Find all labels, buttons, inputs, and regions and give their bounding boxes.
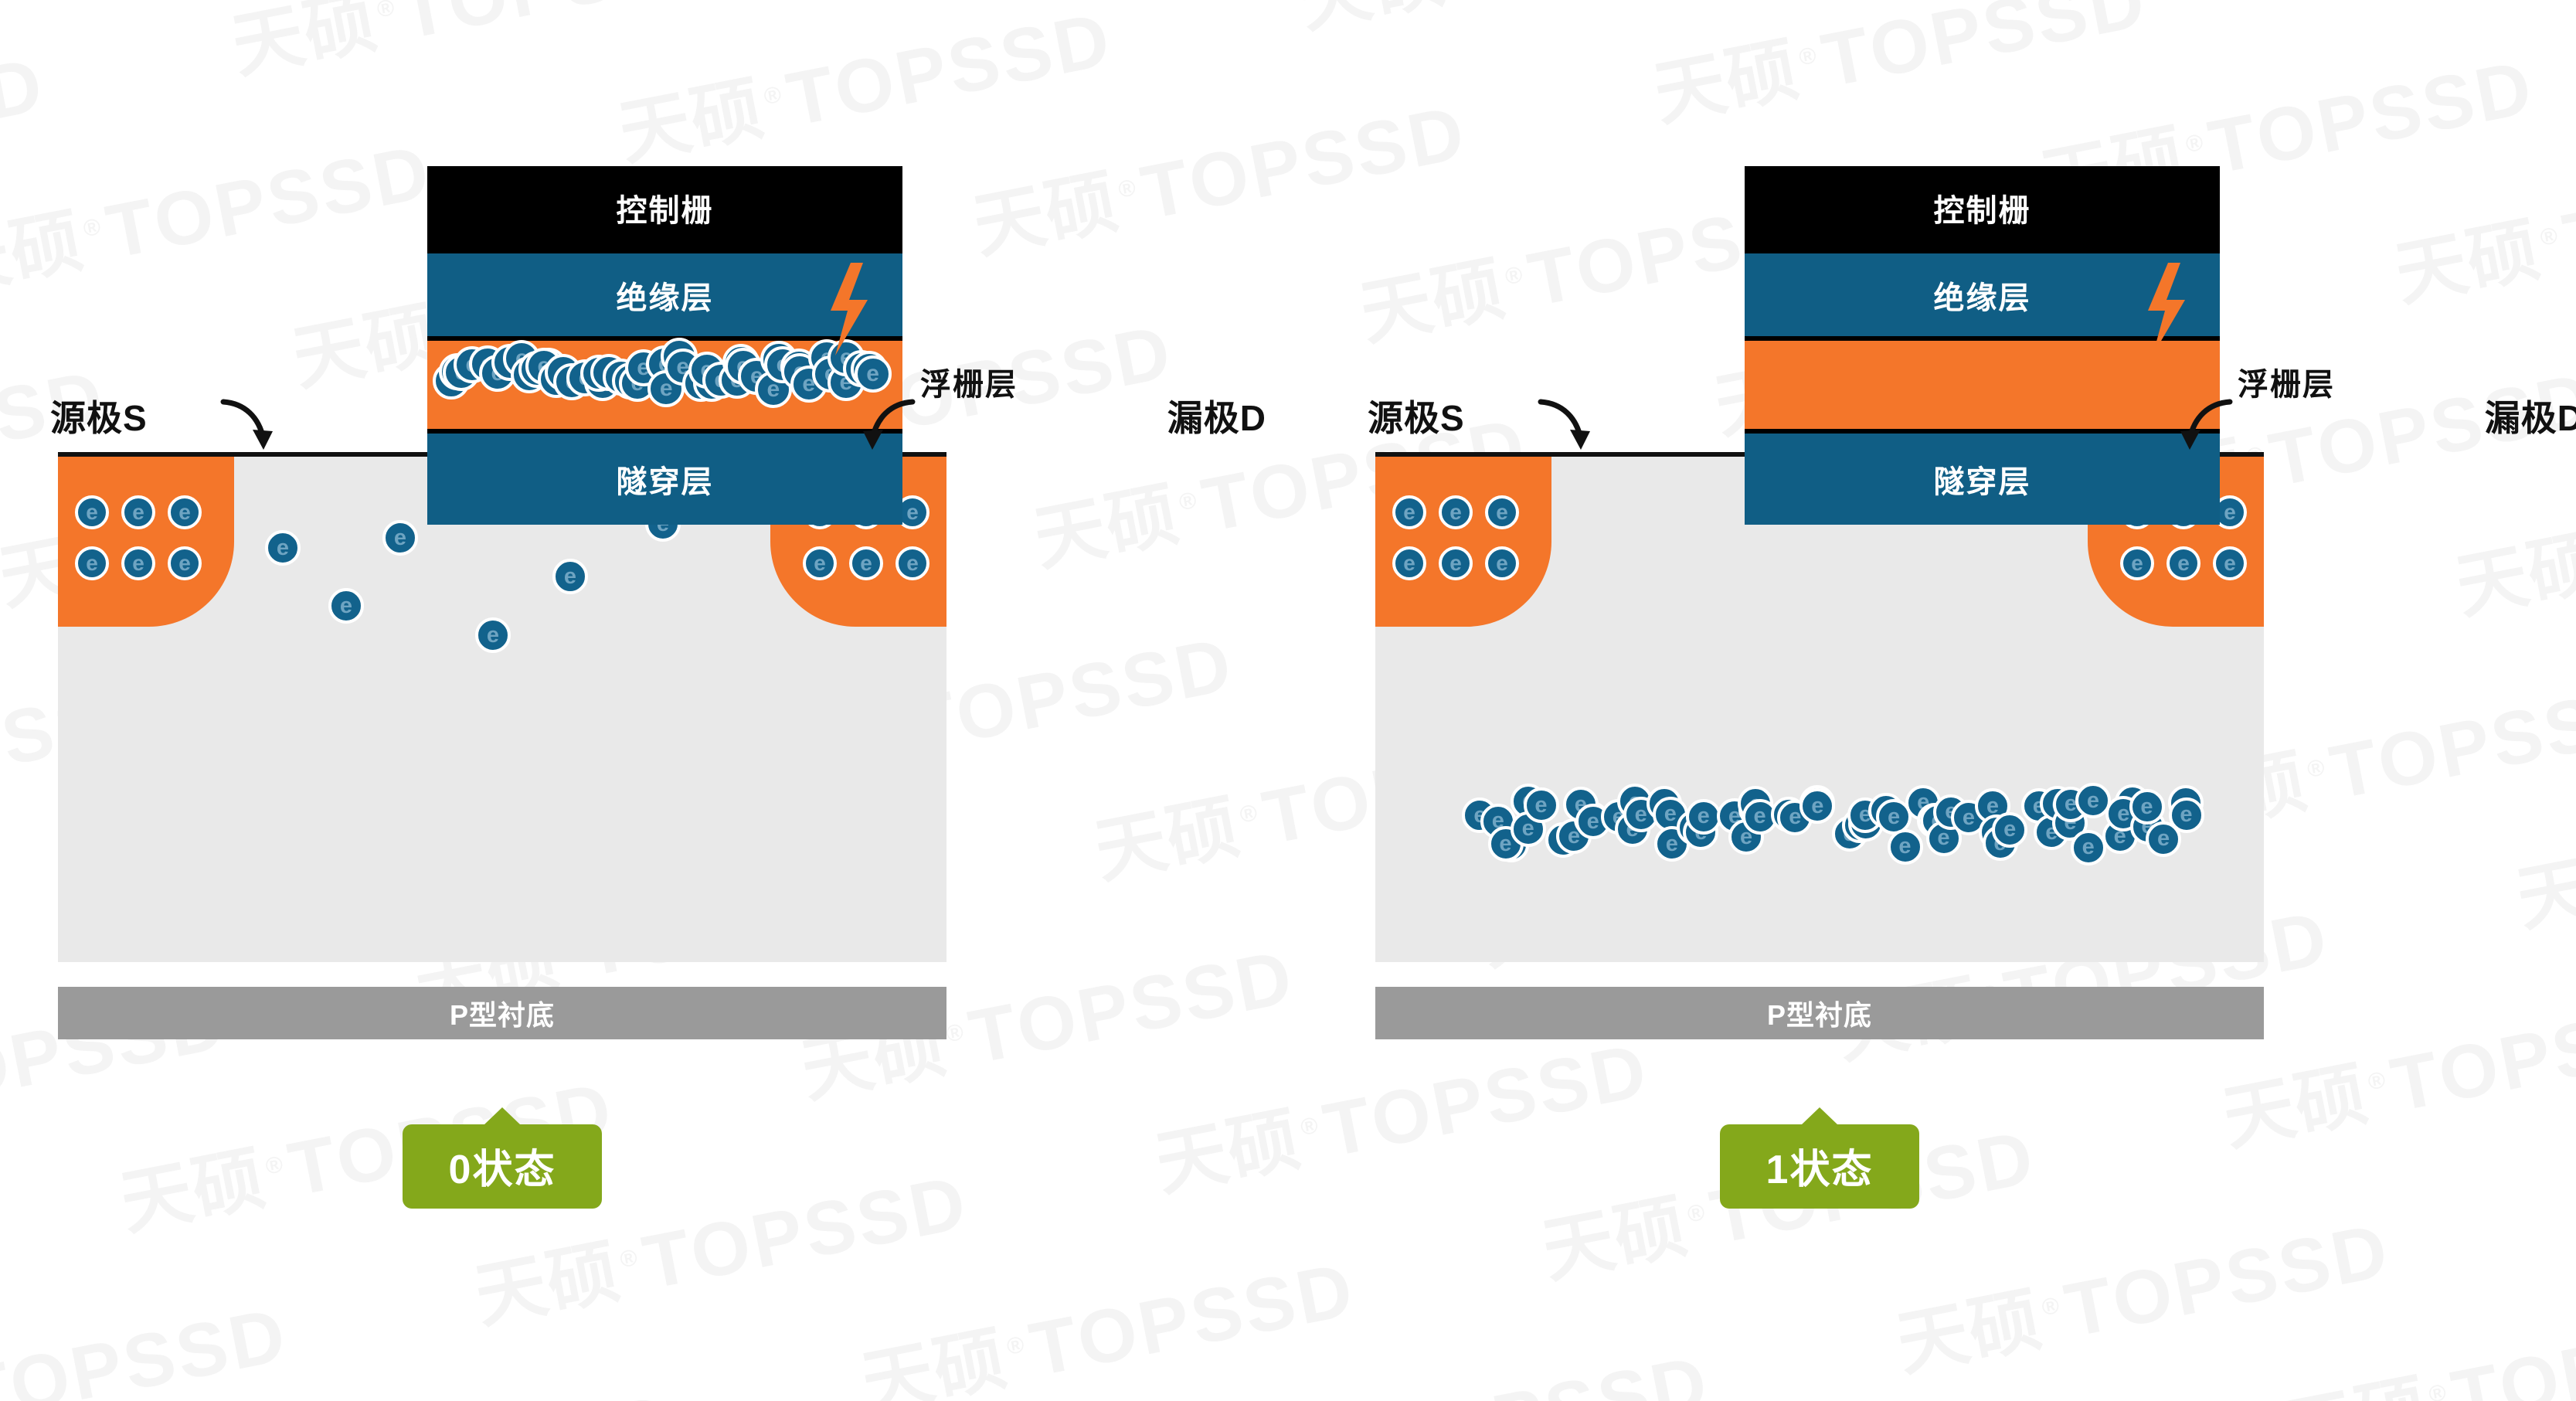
drain-electron: e [2166, 546, 2200, 580]
control-gate-layer: 控制栅 [1745, 166, 2220, 250]
source-terminal-label: 源极S [50, 398, 148, 438]
drain-terminal-label: 漏极D [2484, 398, 2576, 438]
channel-electron: e [1887, 828, 1923, 865]
channel-electron: e [1523, 787, 1559, 823]
state-badge-label: 1状态 [1765, 1148, 1874, 1192]
channel-electron: e [552, 559, 588, 594]
channel-electron: e [1799, 788, 1836, 825]
channel-electron: e [265, 530, 301, 566]
channel-electron-field: eeeeeeeeeeeeeeeeeeeeeeeeeeeeeeeeeeeeeeee… [1375, 457, 2264, 962]
drain-arrow-icon [2173, 396, 2233, 456]
panel-state-1: 控制极Geeeeeeeeeeeeeeeeeeeeeeeeeeeeeeeeeeee… [1360, 0, 2576, 1401]
lightning-bolt-icon [2142, 263, 2187, 355]
source-electron: e [1439, 495, 1473, 529]
insulating-layer-label: 绝缘层 [616, 281, 714, 315]
gate-stack: 控制栅绝缘层隧穿层 浮栅层 [1745, 166, 2333, 525]
control-gate-layer: 控制栅 [427, 166, 902, 250]
source-electron: e [121, 546, 155, 580]
control-gate-label: 控制栅 [1933, 194, 2031, 228]
floating-gate-electron: e [854, 355, 892, 393]
drain-electron: e [2120, 546, 2154, 580]
channel-electron: e [1685, 798, 1721, 835]
channel-electron: e [328, 588, 364, 624]
channel-electron: e [1487, 826, 1524, 862]
substrate-bar: P型衬底 [1375, 987, 2264, 1039]
substrate-label: P型衬底 [449, 999, 555, 1031]
tunnel-layer: 隧穿层 [427, 434, 902, 525]
source-electron: e [1392, 495, 1426, 529]
state-badge-wrap: 0状态 [42, 1107, 962, 1209]
channel-electron: e [2070, 829, 2106, 865]
channel-electron: e [2075, 783, 2111, 819]
tunnel-layer-label: 隧穿层 [1933, 465, 2031, 499]
source-electron: e [1485, 546, 1519, 580]
state-badge-label: 0状态 [448, 1148, 556, 1192]
insulating-layer: 绝缘层 [1745, 250, 2220, 336]
floating-gate-label: 浮栅层 [2238, 368, 2335, 402]
insulating-layer-label: 绝缘层 [1933, 281, 2031, 315]
source-electron: e [121, 495, 155, 529]
panel-state-0: 控制极GeeeeeeeeeeeeeeeeeeP型衬底控制栅绝缘层eeeeeeee… [42, 0, 1279, 1401]
state-badge-wrap: 1状态 [1360, 1107, 2279, 1209]
drain-electron: e [803, 546, 837, 580]
substrate-bar: P型衬底 [58, 987, 946, 1039]
channel-electron: e [1876, 799, 1912, 835]
insulating-layer: 绝缘层 [427, 250, 902, 336]
floating-gate-electron-field: eeeeeeeeeeeeeeeeeeeeeeeeeeeeeeeeeeeeeeee… [427, 338, 902, 429]
drain-electron: e [895, 546, 929, 580]
source-terminal-label: 源极S [1368, 398, 1465, 438]
drain-terminal-label: 漏极D [1167, 398, 1266, 438]
channel-electron: e [2168, 797, 2204, 833]
substrate-label: P型衬底 [1766, 999, 1872, 1031]
source-electron: e [75, 495, 109, 529]
drain-electron: e [2213, 546, 2247, 580]
source-electron: e [168, 495, 202, 529]
source-electron: e [168, 546, 202, 580]
tunnel-layer-label: 隧穿层 [616, 465, 714, 499]
source-electron: e [1392, 546, 1426, 580]
state-badge: 1状态 [1720, 1107, 1919, 1209]
channel-electron: e [382, 520, 418, 556]
floating-gate-label: 浮栅层 [920, 368, 1018, 402]
floating-gate-layer: eeeeeeeeeeeeeeeeeeeeeeeeeeeeeeeeeeeeeeee… [427, 336, 902, 434]
source-electron: e [75, 546, 109, 580]
device-cross-section: eeeeeeeeeeeeeeeeeeP型衬底控制栅绝缘层eeeeeeeeeeee… [58, 166, 1016, 1039]
drain-electron: e [849, 546, 883, 580]
tunnel-layer: 隧穿层 [1745, 434, 2220, 525]
channel-electron: e [475, 617, 511, 653]
source-arrow-icon [1536, 396, 1596, 456]
state-badge: 0状态 [403, 1107, 602, 1209]
drain-arrow-icon [855, 396, 916, 456]
floating-gate-layer [1745, 336, 2220, 434]
channel-electron: e [1992, 811, 2028, 848]
source-arrow-icon [219, 396, 279, 456]
channel-electron: e [2129, 789, 2165, 825]
control-gate-label: 控制栅 [616, 194, 714, 228]
lightning-bolt-icon [824, 263, 869, 355]
source-electron: e [1485, 495, 1519, 529]
source-electron: e [1439, 546, 1473, 580]
